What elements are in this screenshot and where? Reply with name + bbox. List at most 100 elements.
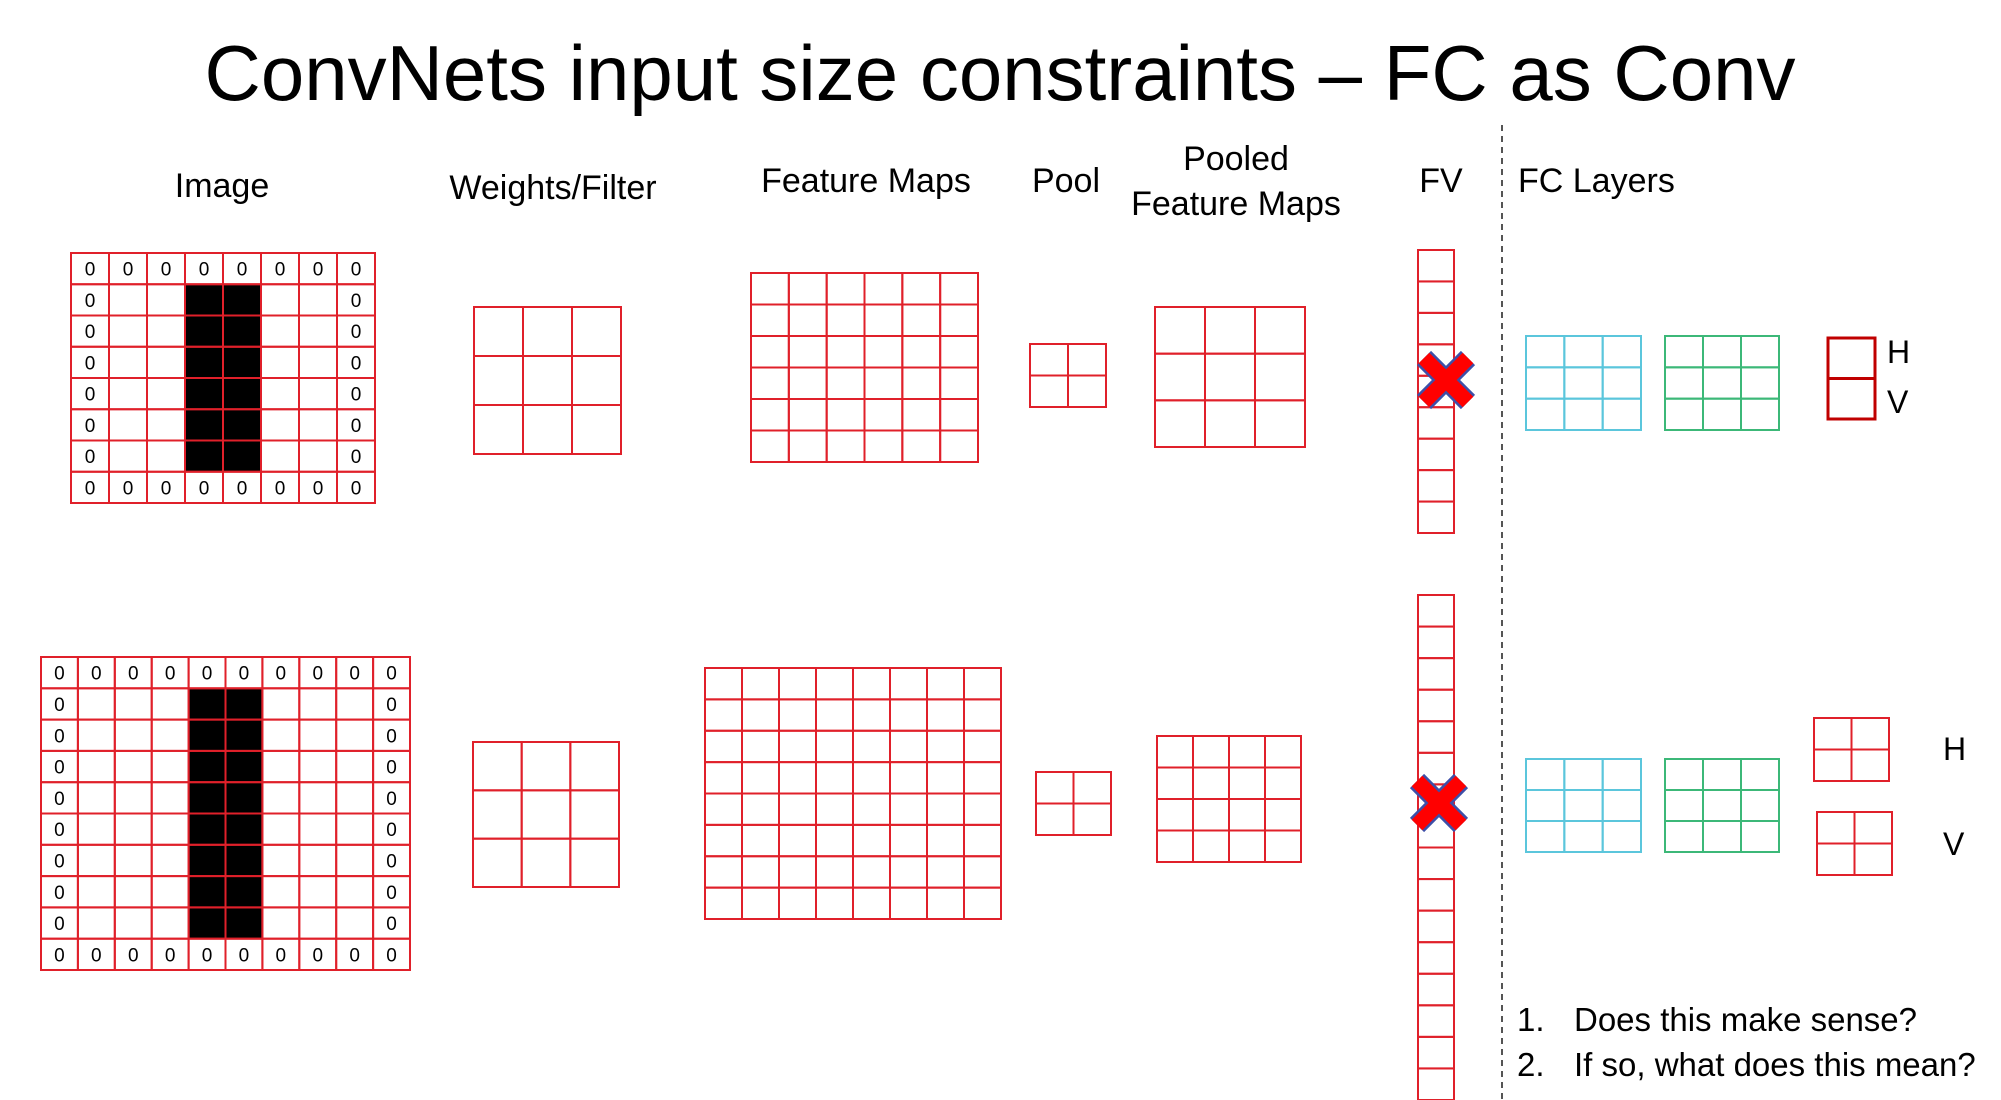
zero-padding-value: 0	[199, 478, 210, 499]
grid-cell	[1601, 758, 1642, 791]
zero-padding-value: 0	[123, 260, 134, 281]
grid-cell	[901, 335, 942, 369]
pixel-cell	[372, 937, 412, 972]
grid-cell	[522, 355, 573, 406]
grid-cell	[901, 366, 942, 400]
grid-cell	[852, 823, 891, 858]
pixel-cell	[260, 345, 300, 379]
pixel-cell	[113, 843, 153, 878]
zero-padding-value: 0	[386, 726, 397, 747]
zero-padding-value: 0	[351, 260, 362, 281]
grid-cell	[1525, 789, 1566, 822]
grid-cell	[1264, 829, 1302, 863]
pixel-cell	[150, 781, 190, 815]
pixel-cell	[298, 781, 338, 815]
row2-fc-layer-green	[1664, 758, 1780, 853]
grid-cell	[1601, 366, 1642, 400]
grid-cell	[520, 789, 572, 840]
zero-padding-value: 0	[123, 478, 134, 499]
pixel-cell	[146, 345, 186, 379]
pixel-cell	[261, 875, 301, 909]
zero-padding-value: 0	[239, 945, 250, 966]
grid-cell	[571, 306, 622, 357]
zero-padding-value: 0	[85, 260, 96, 281]
grid-cell	[704, 823, 743, 858]
grid-cell	[704, 855, 743, 889]
pixel-cell	[108, 377, 148, 411]
grid-cell	[1156, 829, 1194, 863]
grid-cell	[825, 366, 866, 400]
grid-cell	[963, 729, 1002, 764]
pixel-cell	[261, 687, 301, 721]
pixel-cell	[113, 875, 153, 909]
fv-cell	[1417, 406, 1455, 440]
pixel-cell	[76, 718, 116, 752]
zero-padding-value: 0	[386, 664, 397, 685]
pixel-cell	[298, 314, 338, 348]
row2-output-v-label: V	[1943, 826, 1965, 862]
grid-cell	[926, 761, 965, 795]
zero-padding-value: 0	[54, 726, 65, 747]
pixel-cell	[298, 749, 338, 784]
grid-cell	[750, 366, 790, 400]
grid-cell	[863, 429, 904, 463]
grid-cell	[1192, 766, 1230, 800]
zero-padding-value: 0	[349, 945, 360, 966]
grid-cell	[778, 792, 817, 826]
zero-padding-value: 0	[351, 416, 362, 437]
grid-cell	[787, 429, 828, 463]
zero-padding-value: 0	[237, 478, 248, 499]
zero-padding-value: 0	[161, 478, 172, 499]
grid-cell	[963, 823, 1002, 858]
grid-cell	[889, 667, 928, 701]
zero-padding-value: 0	[54, 945, 65, 966]
grid-cell	[741, 729, 780, 764]
grid-cell	[1525, 758, 1566, 791]
grid-cell	[787, 398, 828, 432]
grid-cell	[1525, 820, 1566, 853]
grid-cell	[825, 272, 866, 306]
pixel-cell	[260, 283, 300, 317]
zero-padding-value: 0	[54, 820, 65, 841]
pixel-cell	[76, 843, 116, 878]
slide-title: ConvNets input size constraints – FC as …	[204, 29, 1795, 117]
grid-cell	[1072, 771, 1112, 805]
pixel-cell	[336, 470, 376, 504]
grid-cell	[852, 792, 891, 826]
grid-cell	[1067, 343, 1107, 377]
row1-feature-map-grid	[750, 272, 980, 463]
pixel-cell	[113, 781, 153, 815]
pixel-cell	[146, 408, 186, 442]
grid-cell	[926, 792, 965, 826]
header-pool: Pool	[1032, 162, 1100, 200]
grid-cell	[704, 667, 743, 701]
grid-cell	[1029, 343, 1069, 377]
pixel-cell	[298, 687, 338, 721]
row2-pooled-feature-map-grid	[1156, 735, 1302, 863]
grid-cell	[825, 335, 866, 369]
grid-cell	[1228, 766, 1266, 800]
grid-cell	[1264, 735, 1302, 769]
grid-cell	[852, 761, 891, 795]
grid-cell	[1563, 820, 1604, 853]
pixel-cell	[146, 439, 186, 473]
grid-cell	[1154, 399, 1206, 449]
header-pooled-line2: Feature Maps	[1131, 185, 1341, 223]
grid-cell	[1664, 789, 1704, 822]
pixel-cell	[261, 843, 301, 878]
grid-cell	[1264, 798, 1302, 832]
fv-cell	[1417, 1035, 1455, 1070]
pixel-cell	[76, 781, 116, 815]
grid-cell	[815, 729, 854, 764]
zero-padding-value: 0	[54, 851, 65, 872]
row1-cross-mark-icon	[1416, 350, 1476, 410]
grid-cell	[963, 698, 1002, 732]
pixel-cell	[76, 687, 116, 721]
grid-cell	[939, 398, 980, 432]
grid-cell	[1525, 335, 1566, 369]
grid-cell	[1601, 335, 1642, 369]
grid-cell	[1850, 748, 1890, 782]
grid-cell	[1525, 366, 1566, 400]
pixel-cell	[150, 843, 190, 878]
